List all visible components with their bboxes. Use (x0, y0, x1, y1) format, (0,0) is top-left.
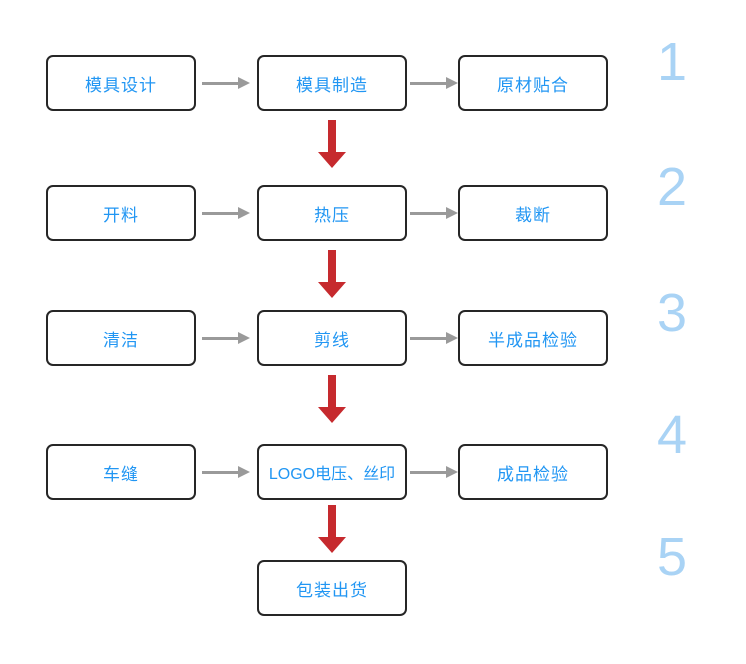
flow-step-box-finished-inspection: 成品检验 (458, 444, 608, 500)
arrow-shaft (328, 375, 336, 407)
right-arrow-icon (410, 76, 458, 90)
arrow-shaft (410, 470, 446, 474)
arrow-head (446, 207, 458, 219)
flow-step-box-cleaning: 清洁 (46, 310, 196, 366)
arrow-shaft (202, 211, 238, 215)
step-number: 1 (656, 32, 688, 92)
arrow-shaft (328, 505, 336, 537)
arrow-head (318, 152, 346, 168)
flow-step-box-logo-embossing-silkscreen: LOGO电压、丝印 (257, 444, 407, 500)
flow-step-box-material-laminating: 原材贴合 (458, 55, 608, 111)
right-arrow-icon (202, 331, 250, 345)
arrow-head (446, 77, 458, 89)
flow-step-box-packing-shipping: 包装出货 (257, 560, 407, 616)
arrow-shaft (328, 250, 336, 282)
arrow-head (446, 332, 458, 344)
flow-step-box-semi-finished-inspection: 半成品检验 (458, 310, 608, 366)
right-arrow-icon (202, 76, 250, 90)
arrow-shaft (410, 336, 446, 340)
down-arrow-icon (318, 375, 346, 423)
down-arrow-icon (318, 250, 346, 298)
step-number: 3 (656, 283, 688, 343)
arrow-shaft (410, 211, 446, 215)
step-number: 4 (656, 405, 688, 465)
right-arrow-icon (202, 206, 250, 220)
right-arrow-icon (410, 331, 458, 345)
down-arrow-icon (318, 120, 346, 168)
arrow-head (318, 282, 346, 298)
arrow-shaft (410, 81, 446, 85)
flow-step-box-sewing: 车缝 (46, 444, 196, 500)
arrow-head (318, 537, 346, 553)
flow-step-box-hot-pressing: 热压 (257, 185, 407, 241)
arrow-head (238, 77, 250, 89)
down-arrow-icon (318, 505, 346, 553)
arrow-shaft (328, 120, 336, 152)
flow-step-box-thread-cutting: 剪线 (257, 310, 407, 366)
arrow-head (318, 407, 346, 423)
arrow-head (238, 332, 250, 344)
flow-step-box-mold-design: 模具设计 (46, 55, 196, 111)
flow-step-box-cutting-material: 开料 (46, 185, 196, 241)
flow-step-box-mold-making: 模具制造 (257, 55, 407, 111)
right-arrow-icon (410, 465, 458, 479)
arrow-shaft (202, 470, 238, 474)
arrow-head (238, 466, 250, 478)
arrow-shaft (202, 81, 238, 85)
flow-step-box-trimming: 裁断 (458, 185, 608, 241)
arrow-head (238, 207, 250, 219)
arrow-shaft (202, 336, 238, 340)
step-number: 5 (656, 527, 688, 587)
right-arrow-icon (202, 465, 250, 479)
right-arrow-icon (410, 206, 458, 220)
step-number: 2 (656, 157, 688, 217)
arrow-head (446, 466, 458, 478)
